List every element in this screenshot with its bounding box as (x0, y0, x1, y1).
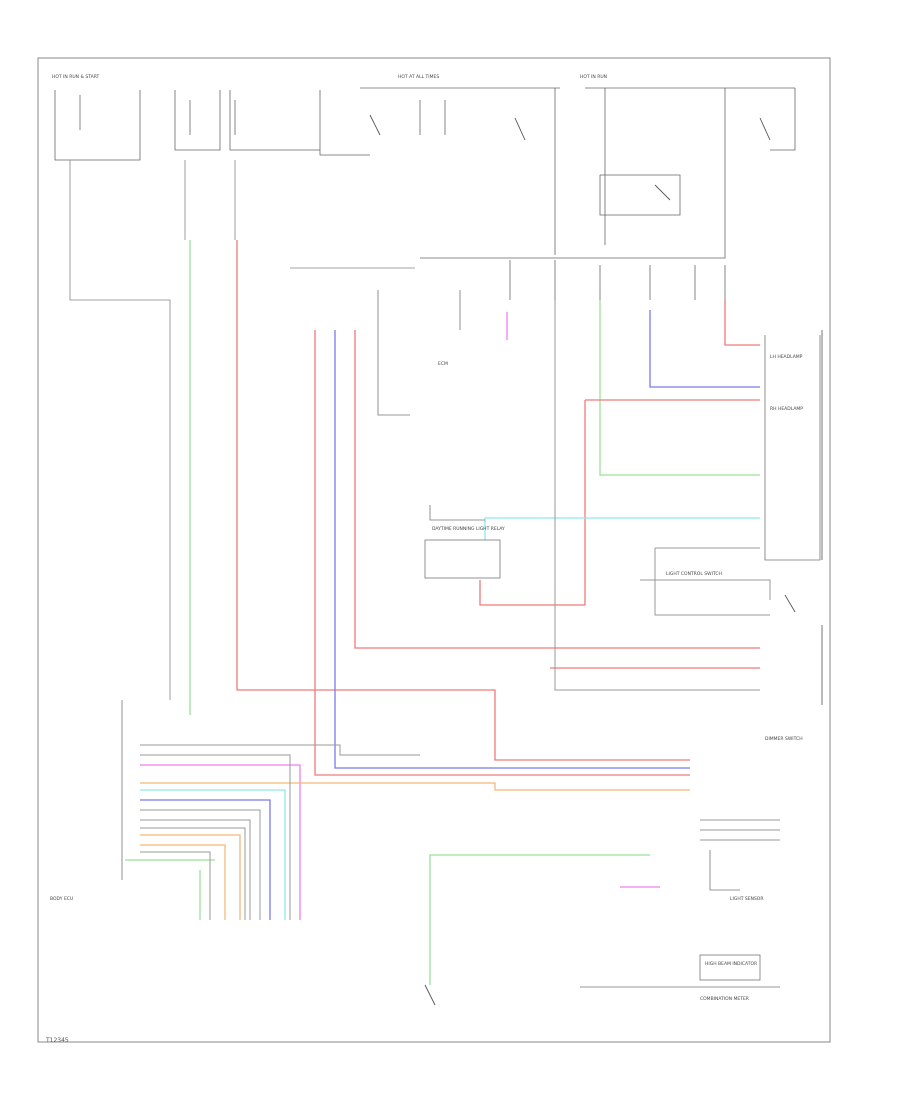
grey-wires (140, 300, 780, 988)
orange-wires (140, 782, 690, 920)
switch-symbols (369, 114, 796, 1006)
label-dimmer: DIMMER SWITCH (765, 736, 803, 742)
diagram-code: T12345 (46, 1037, 69, 1044)
label-light-control: LIGHT CONTROL SWITCH (666, 571, 722, 577)
label-combination-meter: COMBINATION METER (700, 996, 749, 1002)
label-ecm: ECM (438, 361, 448, 367)
label-hot-always: HOT AT ALL TIMES (398, 74, 439, 80)
magenta-wires (140, 312, 660, 920)
diagram-frame (37, 57, 831, 1043)
label-hot-in-run: HOT IN RUN (580, 74, 607, 80)
top-power-sources (54, 87, 796, 259)
label-rh-headlamp: RH HEADLAMP (770, 406, 803, 412)
label-light-sensor: LIGHT SENSOR (730, 896, 763, 902)
cyan-wires (140, 517, 760, 920)
left-wires (69, 160, 415, 700)
green-wires (125, 240, 760, 985)
component-labels: ECM LH HEADLAMP RH HEADLAMP DAYTIME RUNN… (50, 354, 803, 1002)
red-wires (236, 240, 760, 776)
components (121, 290, 821, 981)
label-body-ecu: BODY ECU (50, 896, 73, 902)
label-daytime-relay: DAYTIME RUNNING LIGHT RELAY (432, 526, 505, 532)
top-labels: HOT IN RUN & START HOT AT ALL TIMES HOT … (52, 74, 607, 80)
fuse-symbols (79, 95, 726, 300)
label-lh-headlamp: LH HEADLAMP (770, 354, 803, 360)
label-hot-run-start: HOT IN RUN & START (52, 74, 100, 80)
label-high-beam: HIGH BEAM INDICATOR (705, 961, 757, 967)
blue-wires (140, 310, 760, 920)
